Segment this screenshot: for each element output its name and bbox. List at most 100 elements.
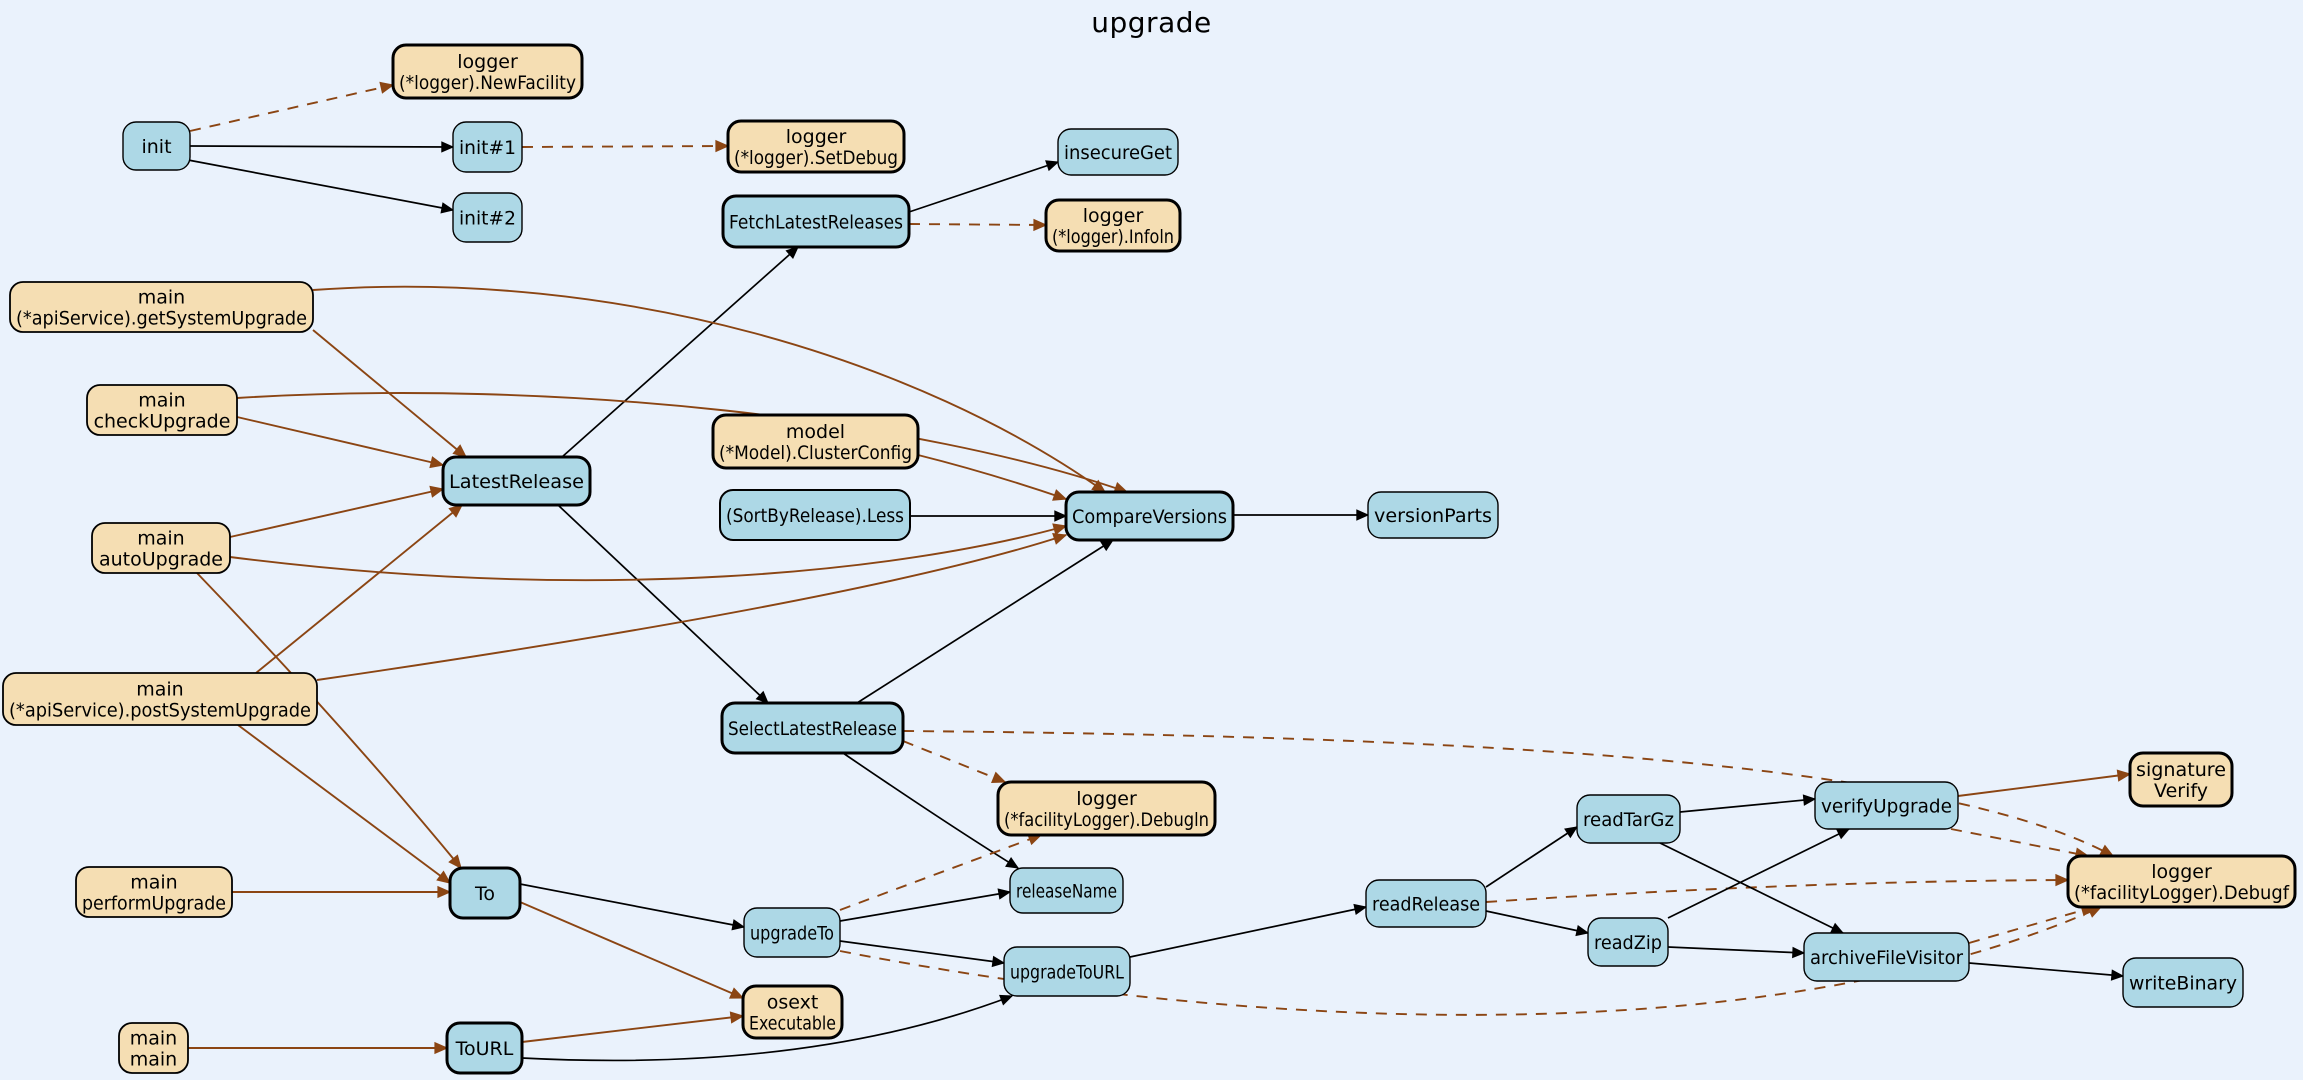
node-versionparts: versionParts [1367, 491, 1499, 539]
edge-readrelease-readzip [1485, 910, 1590, 937]
node-readtargz: readTarGz [1576, 794, 1681, 844]
node-box [711, 413, 920, 470]
node-box [452, 192, 523, 243]
edge-postsystemupgrade-latestrelease [255, 504, 464, 674]
edge-layer [187, 81, 2132, 1062]
node-label: writeBinary [2129, 973, 2237, 995]
edge-verifyupgrade-logger-debugf [1950, 828, 2090, 860]
node-logger-debugln: logger(*facilityLogger).Debugln [996, 780, 1217, 837]
edge-readtargz-archivefilevisitor [1659, 842, 1845, 934]
node-box [1365, 879, 1487, 928]
edge-latestrelease-selectlatestrelease [557, 504, 769, 704]
node-label: (*apiService).postSystemUpgrade [9, 700, 311, 722]
node-box [721, 194, 911, 249]
node-label: (*logger).Infoln [1052, 226, 1174, 248]
edge-init-logger-newfacility [189, 81, 395, 132]
node-archivefilevisitor: archiveFileVisitor [1803, 932, 1970, 982]
node-box [1367, 491, 1499, 539]
node-selectlatestrelease: SelectLatestRelease [720, 701, 905, 755]
node-box [391, 43, 584, 100]
edge-selectlatestrelease-compareversions [856, 539, 1115, 704]
edge-checkupgrade-compareversions [236, 392, 1129, 494]
node-label: osext [767, 992, 819, 1014]
node-init2: init#2 [452, 192, 523, 243]
node-readzip: readZip [1587, 917, 1669, 967]
node-model-clusterconfig: model(*Model).ClusterConfig [711, 413, 920, 470]
edge-readzip-archivefilevisitor [1667, 946, 1806, 959]
edge-readzip-verifyupgrade [1667, 828, 1851, 919]
node-box [441, 455, 592, 507]
node-sortbyrelease-less: (SortByRelease).Less [719, 489, 911, 541]
edge-getsystemupgrade-compareversions [312, 285, 1107, 493]
node-box [1064, 490, 1235, 542]
node-label: main [138, 390, 185, 412]
node-to: To [448, 866, 522, 920]
node-label: versionParts [1374, 505, 1492, 527]
node-box [2128, 751, 2234, 808]
node-upgradetourl: upgradeToURL [1003, 946, 1131, 997]
node-box [86, 384, 238, 436]
node-box [996, 780, 1217, 837]
node-label: logger [786, 126, 847, 148]
node-label: SelectLatestRelease [728, 718, 897, 740]
edge-verifyupgrade-signature-verify [1957, 769, 2132, 797]
node-label: upgradeToURL [1010, 962, 1124, 984]
node-layer: initlogger(*logger).NewFacilityinit#1ini… [2, 43, 2297, 1075]
edge-init1-logger-setdebug [521, 139, 730, 153]
node-tourl: ToURL [445, 1021, 524, 1075]
node-box [719, 489, 911, 541]
edge-tourl-upgradetourl [521, 994, 1014, 1062]
edge-postsystemupgrade-compareversions [316, 533, 1068, 681]
node-box [452, 121, 523, 173]
node-label: insecureGet [1064, 142, 1172, 164]
edge-readtargz-verifyupgrade [1679, 794, 1817, 813]
node-label: readRelease [1372, 894, 1480, 916]
node-label: performUpgrade [82, 893, 226, 915]
edge-readrelease-logger-debugf [1485, 873, 2070, 903]
node-label: archiveFileVisitor [1810, 947, 1963, 969]
node-label: main [138, 287, 185, 309]
node-label: (SortByRelease).Less [726, 505, 904, 527]
node-fetchlatestreleases: FetchLatestReleases [721, 194, 911, 249]
node-logger-setdebug: logger(*logger).SetDebug [726, 119, 906, 174]
node-box [91, 522, 231, 574]
node-label: main [136, 679, 183, 701]
node-upgradeto: upgradeTo [743, 907, 841, 958]
edge-readrelease-readtargz [1485, 826, 1579, 888]
node-label: checkUpgrade [94, 411, 231, 433]
node-label: LatestRelease [449, 471, 584, 493]
edge-tourl-osext-executable [521, 1011, 745, 1043]
node-box [122, 121, 191, 171]
node-box [743, 907, 841, 958]
edge-upgradeto-upgradetourl [839, 940, 1006, 968]
node-box [1803, 932, 1970, 982]
node-label: Executable [749, 1013, 836, 1035]
node-readrelease: readRelease [1365, 879, 1487, 928]
edge-autoupgrade-to [196, 572, 462, 870]
node-box [2122, 957, 2244, 1008]
edge-upgradeto-logger-debugln [839, 833, 1043, 911]
node-label: signature [2136, 759, 2226, 781]
node-label: (*Model).ClusterConfig [719, 442, 912, 464]
node-label: readZip [1594, 932, 1662, 954]
node-label: autoUpgrade [99, 549, 223, 571]
node-init1: init#1 [452, 121, 523, 173]
node-label: (*facilityLogger).Debugf [2074, 882, 2290, 904]
node-label: readTarGz [1583, 809, 1674, 831]
node-box [1587, 917, 1669, 967]
node-label: To [474, 883, 495, 905]
node-label: releaseName [1016, 881, 1117, 903]
node-label: main [130, 1049, 177, 1071]
node-label: logger [2151, 861, 2212, 883]
node-writebinary: writeBinary [2122, 957, 2244, 1008]
edge-latestrelease-fetchlatestreleases [561, 246, 799, 458]
node-label: Verify [2154, 780, 2208, 802]
node-label: init#2 [459, 208, 516, 230]
edge-selectlatestrelease-logger-debugf [902, 730, 2115, 857]
node-logger-infoln: logger(*logger).Infoln [1044, 198, 1182, 253]
